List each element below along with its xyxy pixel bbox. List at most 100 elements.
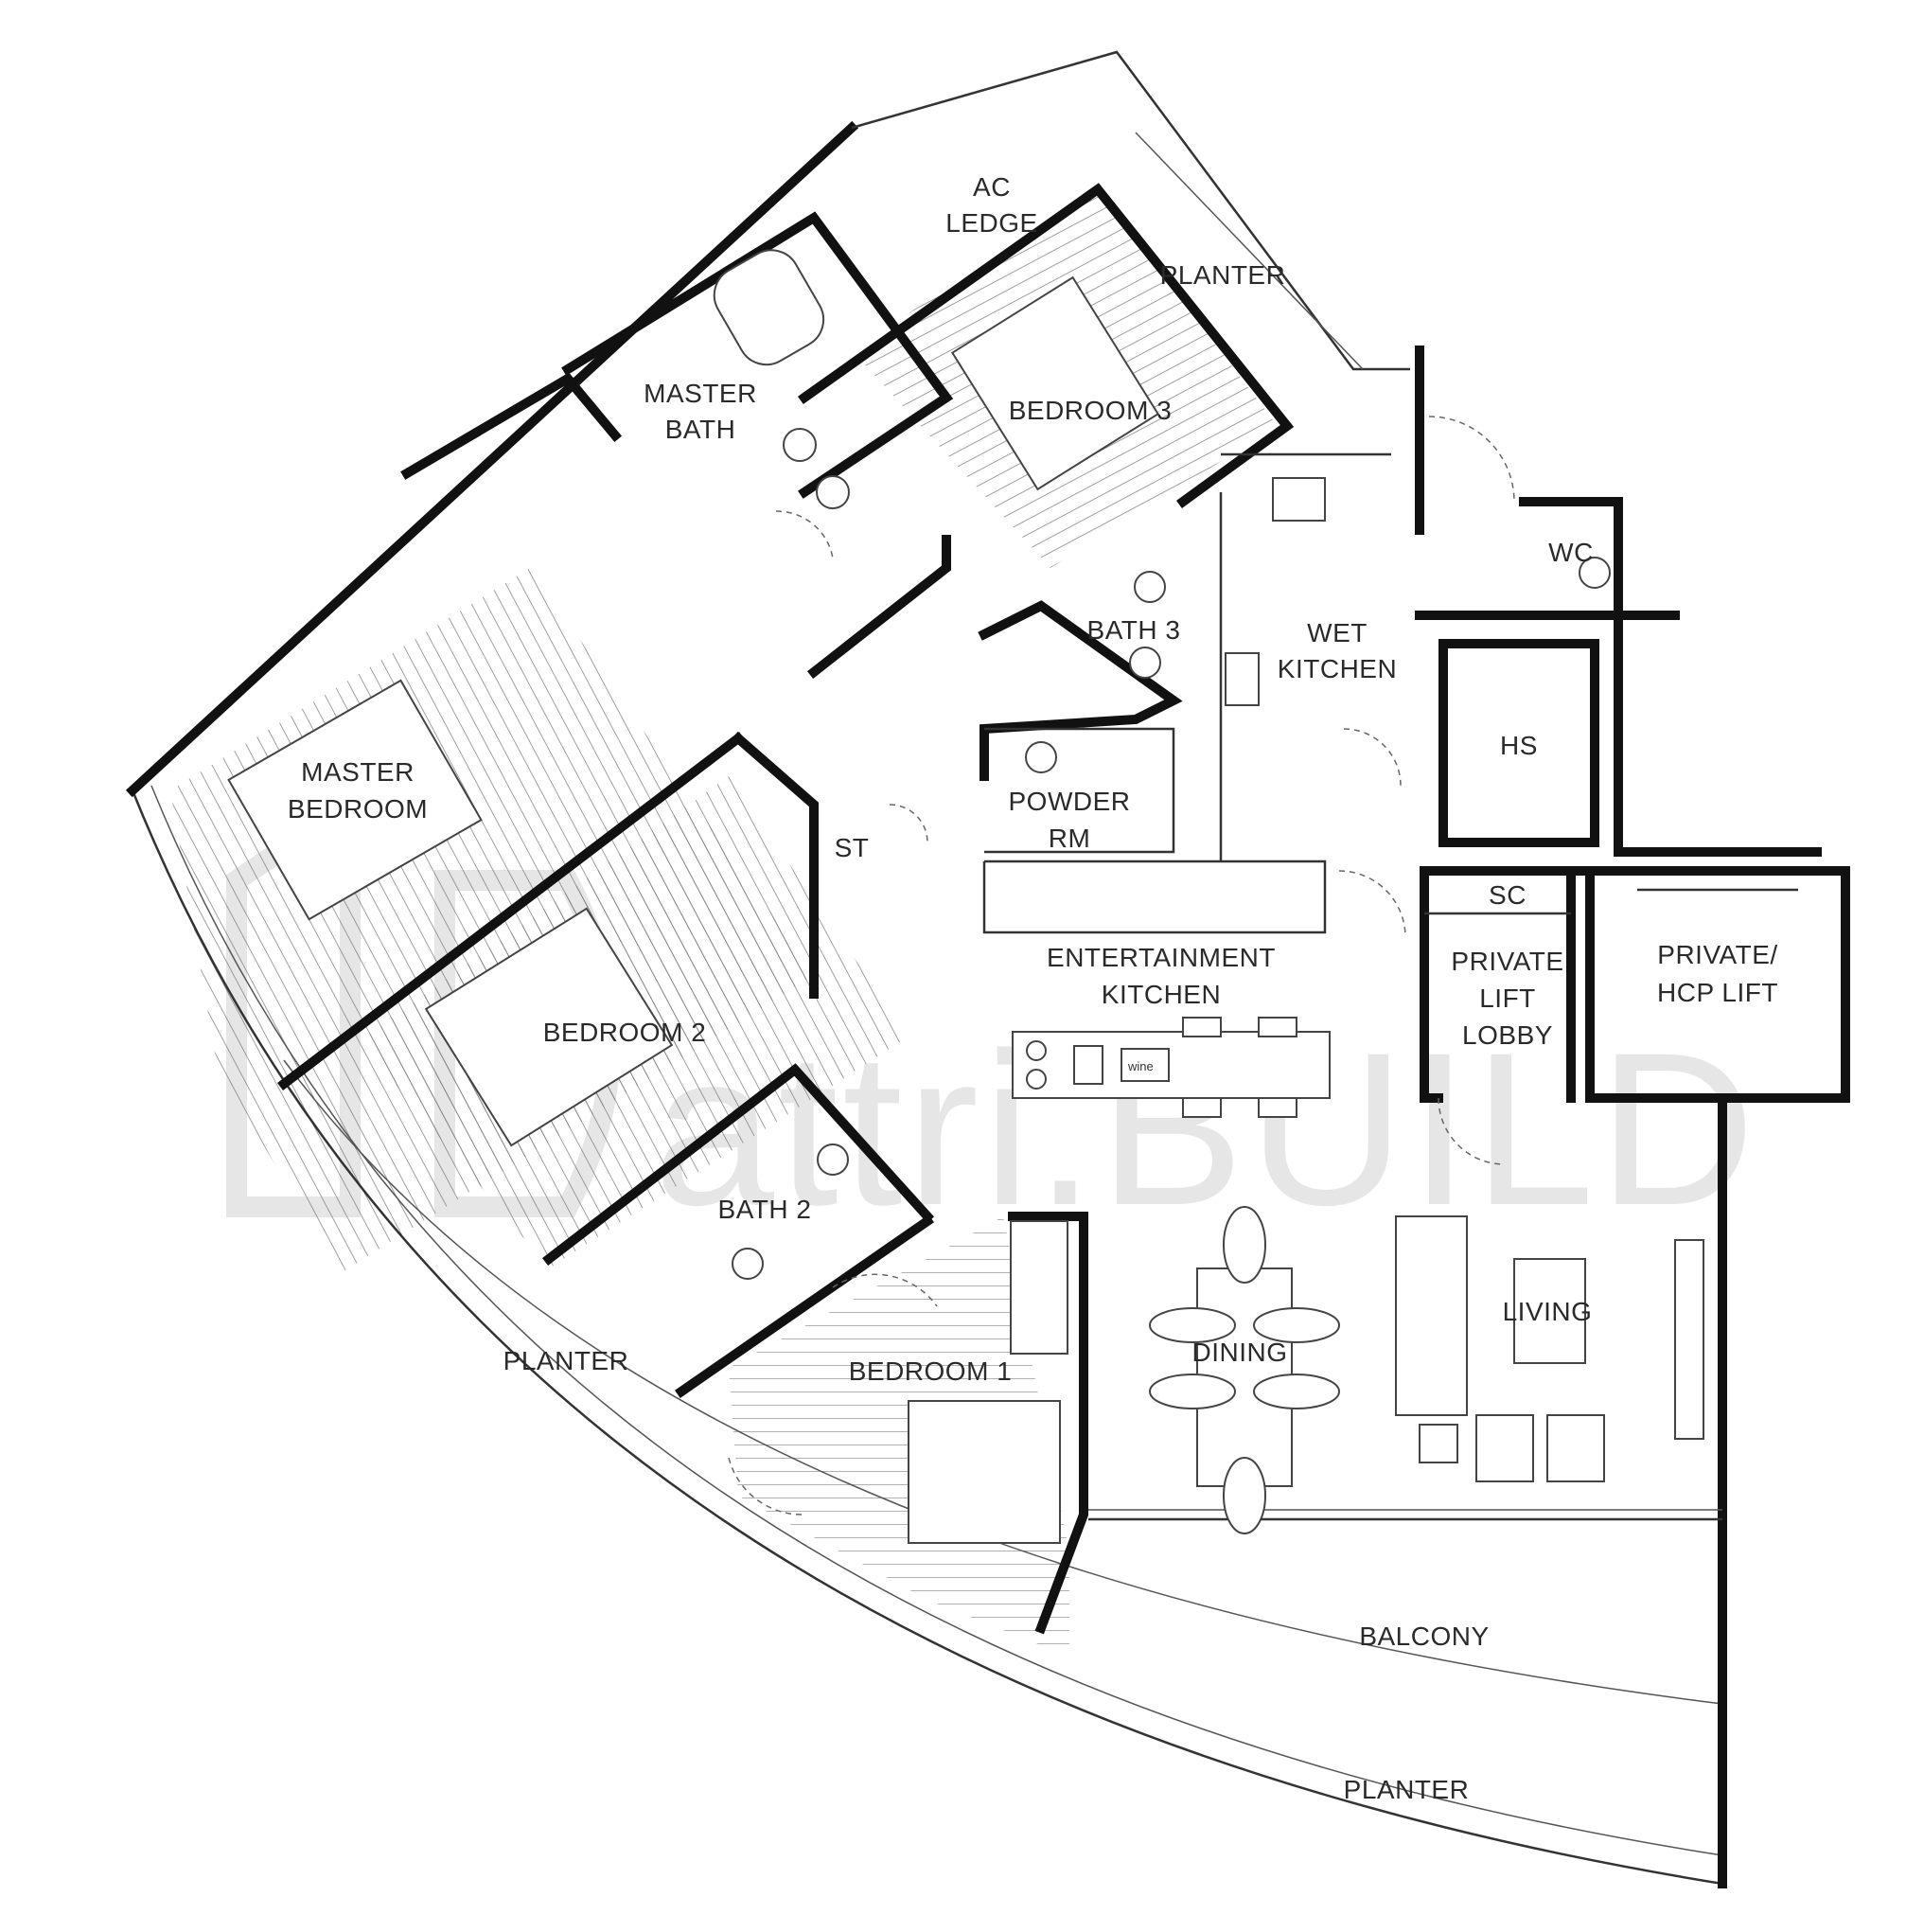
wc-wall (1519, 497, 1623, 620)
room-labels: AC LEDGE PLANTER MASTER BATH BEDROOM 3 W… (288, 172, 1778, 1804)
bathtub (713, 249, 825, 366)
powder-room-basin (1025, 741, 1057, 773)
kitchen-door-swing[interactable] (1338, 870, 1406, 938)
bath-3-wall (978, 600, 1183, 781)
planter-left-label: PLANTER (503, 1346, 629, 1375)
planter-curve (283, 1059, 1723, 1705)
wine-fridge (1121, 1048, 1170, 1082)
st-wall (731, 731, 819, 999)
powder-rm-label-2: RM (1049, 824, 1091, 853)
sofa (1395, 1215, 1468, 1416)
armchair-2 (1546, 1414, 1605, 1482)
lift-lobby-door-swing[interactable] (1438, 1097, 1506, 1165)
bedroom-2-label: BEDROOM 2 (543, 1018, 707, 1047)
dining-chair-right-2 (1253, 1374, 1340, 1409)
bath-3-toilet (1134, 571, 1166, 603)
bedroom-1-label: BEDROOM 1 (849, 1356, 1013, 1386)
master-bath-door-swing[interactable] (775, 510, 834, 559)
bath-2-label: BATH 2 (718, 1195, 812, 1224)
kitchen-counter (982, 860, 1327, 934)
bath-2-wall (541, 1063, 935, 1267)
bedroom-2-bed (424, 907, 674, 1147)
private-hcp-lift-label-2: HCP LIFT (1657, 978, 1778, 1007)
ac-ledge-label-1: AC (973, 172, 1011, 202)
wet-kitchen-label-1: WET (1307, 618, 1368, 647)
north-west-wall (125, 120, 859, 798)
private-lift-lobby-label-1: PRIVATE (1451, 947, 1563, 976)
bath-3-basin (1129, 647, 1161, 679)
private-lift-lobby-label-2: LIFT (1479, 984, 1536, 1013)
st-label: ST (835, 833, 870, 862)
stool-2 (1258, 1017, 1297, 1037)
bath-2-basin (817, 1143, 849, 1176)
dining-chair-left-2 (1149, 1374, 1236, 1409)
dining-label: DINING (1192, 1338, 1288, 1367)
outer-curve-facade (131, 789, 1723, 1886)
master-bath-label-1: MASTER (644, 379, 757, 408)
bath-3-label: BATH 3 (1087, 615, 1181, 645)
hob-burner-1 (1026, 1040, 1047, 1061)
master-bedroom-label-1: MASTER (301, 757, 415, 787)
dining-chair-left-1 (1149, 1307, 1236, 1343)
bedroom-1-balcony-door[interactable] (728, 1457, 805, 1515)
balcony-label: BALCONY (1359, 1622, 1489, 1651)
bedroom-1-east-wall (1008, 1212, 1088, 1635)
dining-chair-top (1223, 1206, 1266, 1284)
bedroom-3-bed (950, 275, 1160, 491)
master-bath-label-2: BATH (665, 415, 736, 444)
bedroom-1-bed (908, 1400, 1061, 1544)
closet-wall (400, 372, 623, 480)
ac-ledge-label-2: LEDGE (945, 208, 1037, 238)
doors (728, 416, 1515, 1515)
private-hcp-lift-wall (1585, 866, 1850, 1103)
wine-label: wine (1127, 1059, 1154, 1073)
tv-console (1674, 1239, 1704, 1440)
dining-chair-right-1 (1253, 1307, 1340, 1343)
stool-4 (1258, 1097, 1297, 1118)
planter-top-inner (1135, 132, 1364, 370)
stool-1 (1182, 1017, 1222, 1037)
hs-door-swing[interactable] (1343, 728, 1402, 787)
private-lift-lobby-label-3: LOBBY (1462, 1020, 1553, 1050)
sc-label: SC (1489, 880, 1527, 910)
wc-toilet (1579, 557, 1611, 589)
bedroom-1-floor (729, 1216, 1069, 1657)
entertainment-kitchen-label-2: KITCHEN (1102, 980, 1221, 1009)
interior-walls (276, 183, 1850, 1635)
hs-label: HS (1500, 731, 1538, 760)
master-bed (227, 679, 483, 921)
exterior-walls (125, 50, 1727, 1888)
master-bedroom-label-2: BEDROOM (288, 794, 428, 824)
hs-east-wall (1614, 611, 1822, 857)
powder-rm-label-1: POWDER (1009, 787, 1131, 816)
powder-room-outline (984, 727, 1175, 854)
master-bedroom-divider (276, 731, 746, 1091)
bath-2-toilet (732, 1248, 764, 1280)
bath-2-south-wall (675, 1214, 934, 1398)
dining-chair-bottom (1223, 1457, 1266, 1534)
st-door-swing[interactable] (889, 804, 928, 843)
wet-kitchen-label-2: KITCHEN (1278, 654, 1397, 683)
planter-top-label: PLANTER (1160, 260, 1286, 290)
basin-1 (783, 428, 817, 462)
bedroom-1-wardrobe (1010, 1220, 1068, 1355)
coffee-table (1513, 1258, 1586, 1364)
inner-curve-facade (150, 785, 1723, 1856)
planter-bottom-label: PLANTER (1344, 1775, 1470, 1804)
armchair-1 (1475, 1414, 1534, 1482)
wet-kitchen-sink (1272, 477, 1326, 522)
kitchen-island (1012, 1031, 1331, 1099)
living-label: LIVING (1503, 1297, 1593, 1326)
island-sink (1073, 1045, 1103, 1085)
master-bath-south-wall (806, 535, 951, 680)
master-bath-wall (561, 211, 954, 499)
wet-kitchen-hob (1225, 652, 1260, 706)
hs-wall (1438, 639, 1599, 847)
wc-label: WC (1548, 538, 1594, 567)
entertainment-kitchen-label-1: ENTERTAINMENT (1047, 943, 1276, 972)
bedroom-1-door-swing[interactable] (832, 1273, 938, 1307)
main-door-swing[interactable] (1428, 416, 1515, 503)
side-table (1419, 1424, 1458, 1463)
lift-lobby-west-wall (1420, 866, 1443, 1103)
